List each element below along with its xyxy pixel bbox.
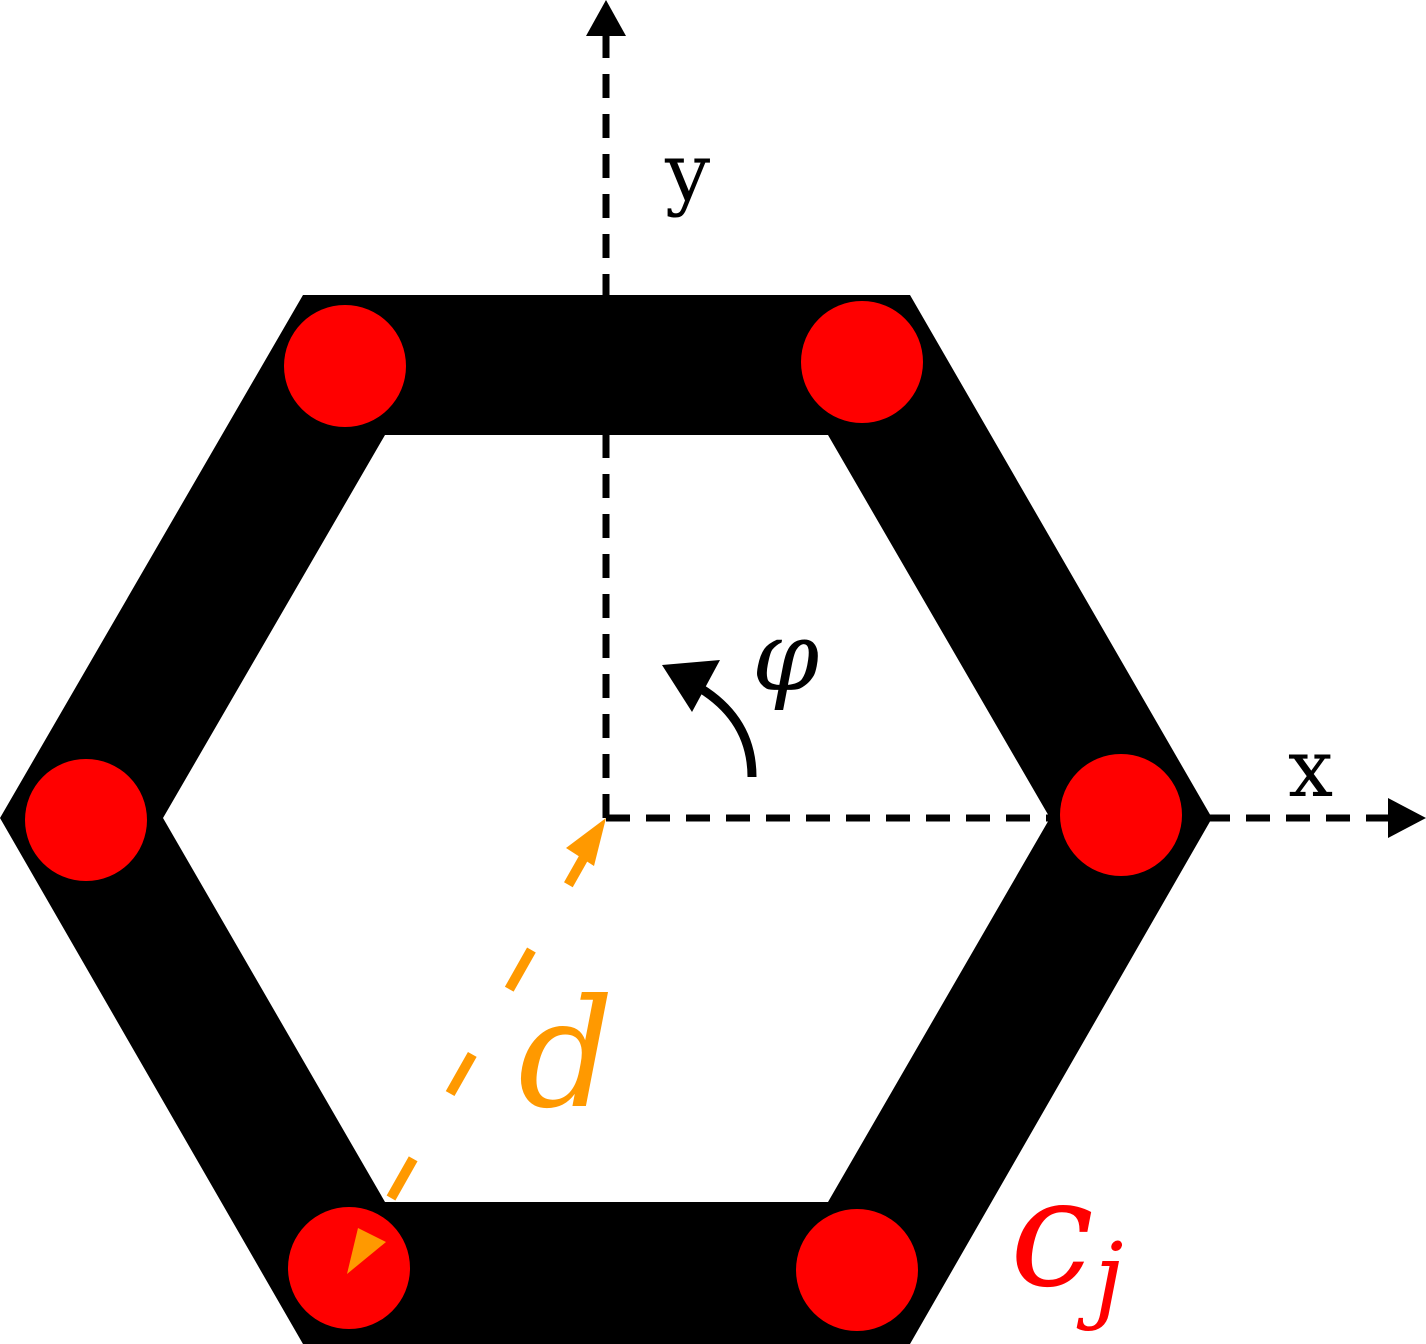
distance-label: d [518,968,614,1142]
rotation-arrowhead [662,660,720,712]
hexagon-ring [0,295,1212,1344]
node-top-left [284,305,406,427]
y-axis-arrowhead [586,0,626,36]
node-right [1060,754,1182,876]
node-label-base: c [1010,1147,1094,1321]
node-bottom-right [796,1209,918,1331]
distance-arrowhead-top [566,818,606,866]
rotation-arc [697,684,757,778]
node-label: cj [1010,1147,1123,1333]
node-left [25,759,147,881]
angle-label: φ [752,601,819,713]
x-axis-arrowhead [1388,798,1426,838]
distance-arrowhead-bottom [347,1228,386,1274]
x-axis-label: x [1288,722,1333,815]
y-axis-label: y [664,126,710,219]
node-top-right [801,301,923,423]
